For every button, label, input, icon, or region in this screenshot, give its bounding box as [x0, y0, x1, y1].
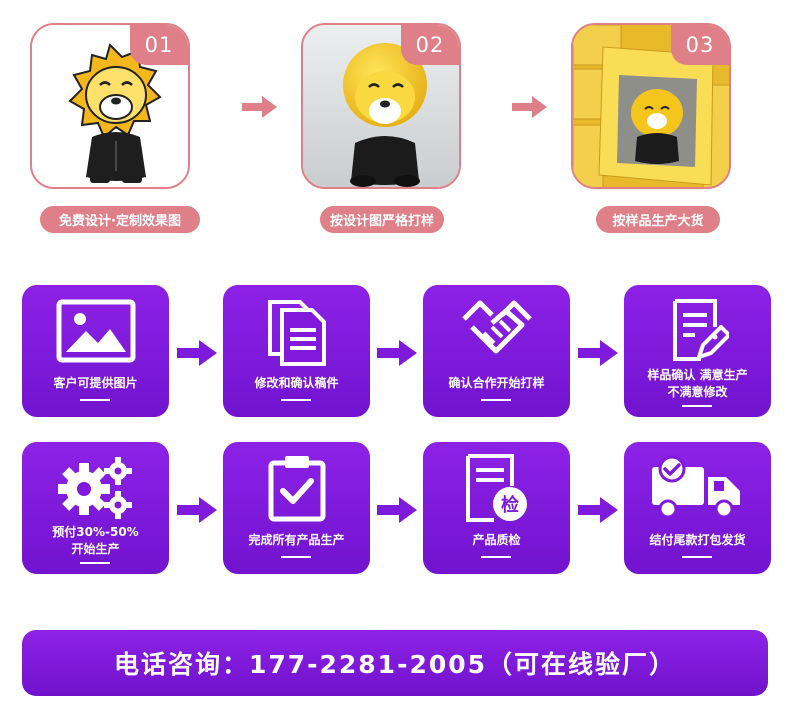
step-label: 客户可提供图片	[53, 376, 138, 390]
inspection-badge-text: 检	[501, 494, 519, 516]
gears-icon	[57, 457, 132, 519]
caption-production: 按样品生产大货	[596, 206, 720, 233]
underline	[481, 556, 511, 558]
underline	[281, 556, 311, 558]
underline	[281, 399, 311, 401]
documents-icon	[267, 300, 326, 366]
sample-card-production: 03	[571, 23, 731, 189]
sample-card-design: 01	[30, 23, 190, 189]
underline	[682, 556, 712, 558]
step-label-2: 不满意修改	[667, 385, 728, 399]
sample-card-prototype: 02	[301, 23, 461, 189]
underline	[481, 399, 511, 401]
arrow-right-icon	[377, 497, 417, 523]
contact-phone-text[interactable]: 电话咨询：177-2281-2005（可在线验厂）	[113, 650, 677, 679]
caption-prototype: 按设计图严格打样	[320, 206, 444, 233]
step-sample-confirm: 样品确认 满意生产 不满意修改	[624, 285, 771, 417]
lion-figure-image	[303, 25, 459, 187]
underline	[80, 399, 110, 401]
step-label: 结付尾款打包发货	[649, 533, 746, 547]
clipboard-check-icon	[268, 456, 325, 522]
step-customer-image: 客户可提供图片	[22, 285, 169, 417]
arrow-right-icon	[242, 96, 277, 118]
contact-banner: 电话咨询：177-2281-2005（可在线验厂）	[22, 630, 768, 696]
step-number: 01	[130, 25, 188, 65]
underline	[80, 562, 110, 564]
step-number: 02	[401, 25, 459, 65]
step-pay-ship: 结付尾款打包发货	[624, 442, 771, 574]
step-label-2: 开始生产	[71, 542, 120, 556]
arrow-right-icon	[578, 340, 618, 366]
step-number: 03	[671, 25, 729, 65]
step-label: 样品确认 满意生产	[647, 368, 748, 382]
step-label: 修改和确认稿件	[254, 376, 339, 390]
underline	[682, 405, 712, 407]
boxed-lion-image	[573, 25, 729, 187]
step-label: 产品质检	[472, 533, 521, 547]
arrow-right-icon	[177, 497, 217, 523]
delivery-truck-icon	[651, 455, 740, 519]
step-label: 完成所有产品生产	[248, 533, 345, 547]
arrow-right-icon	[512, 96, 547, 118]
caption-design: 免费设计·定制效果图	[40, 206, 200, 233]
step-revise-confirm: 修改和确认稿件	[223, 285, 370, 417]
arrow-right-icon	[177, 340, 217, 366]
step-complete-production: 完成所有产品生产	[223, 442, 370, 574]
inspection-icon: 检	[465, 454, 527, 522]
arrow-right-icon	[578, 497, 618, 523]
arrow-right-icon	[377, 340, 417, 366]
image-icon	[56, 299, 135, 363]
step-label: 确认合作开始打样	[448, 376, 545, 390]
step-prepay: 预付30%-50% 开始生产	[22, 442, 169, 574]
step-start-sampling: 确认合作开始打样	[423, 285, 570, 417]
step-label: 预付30%-50%	[52, 525, 139, 539]
edit-document-icon	[672, 299, 729, 361]
step-quality-check: 检 产品质检	[423, 442, 570, 574]
handshake-icon	[461, 300, 532, 354]
